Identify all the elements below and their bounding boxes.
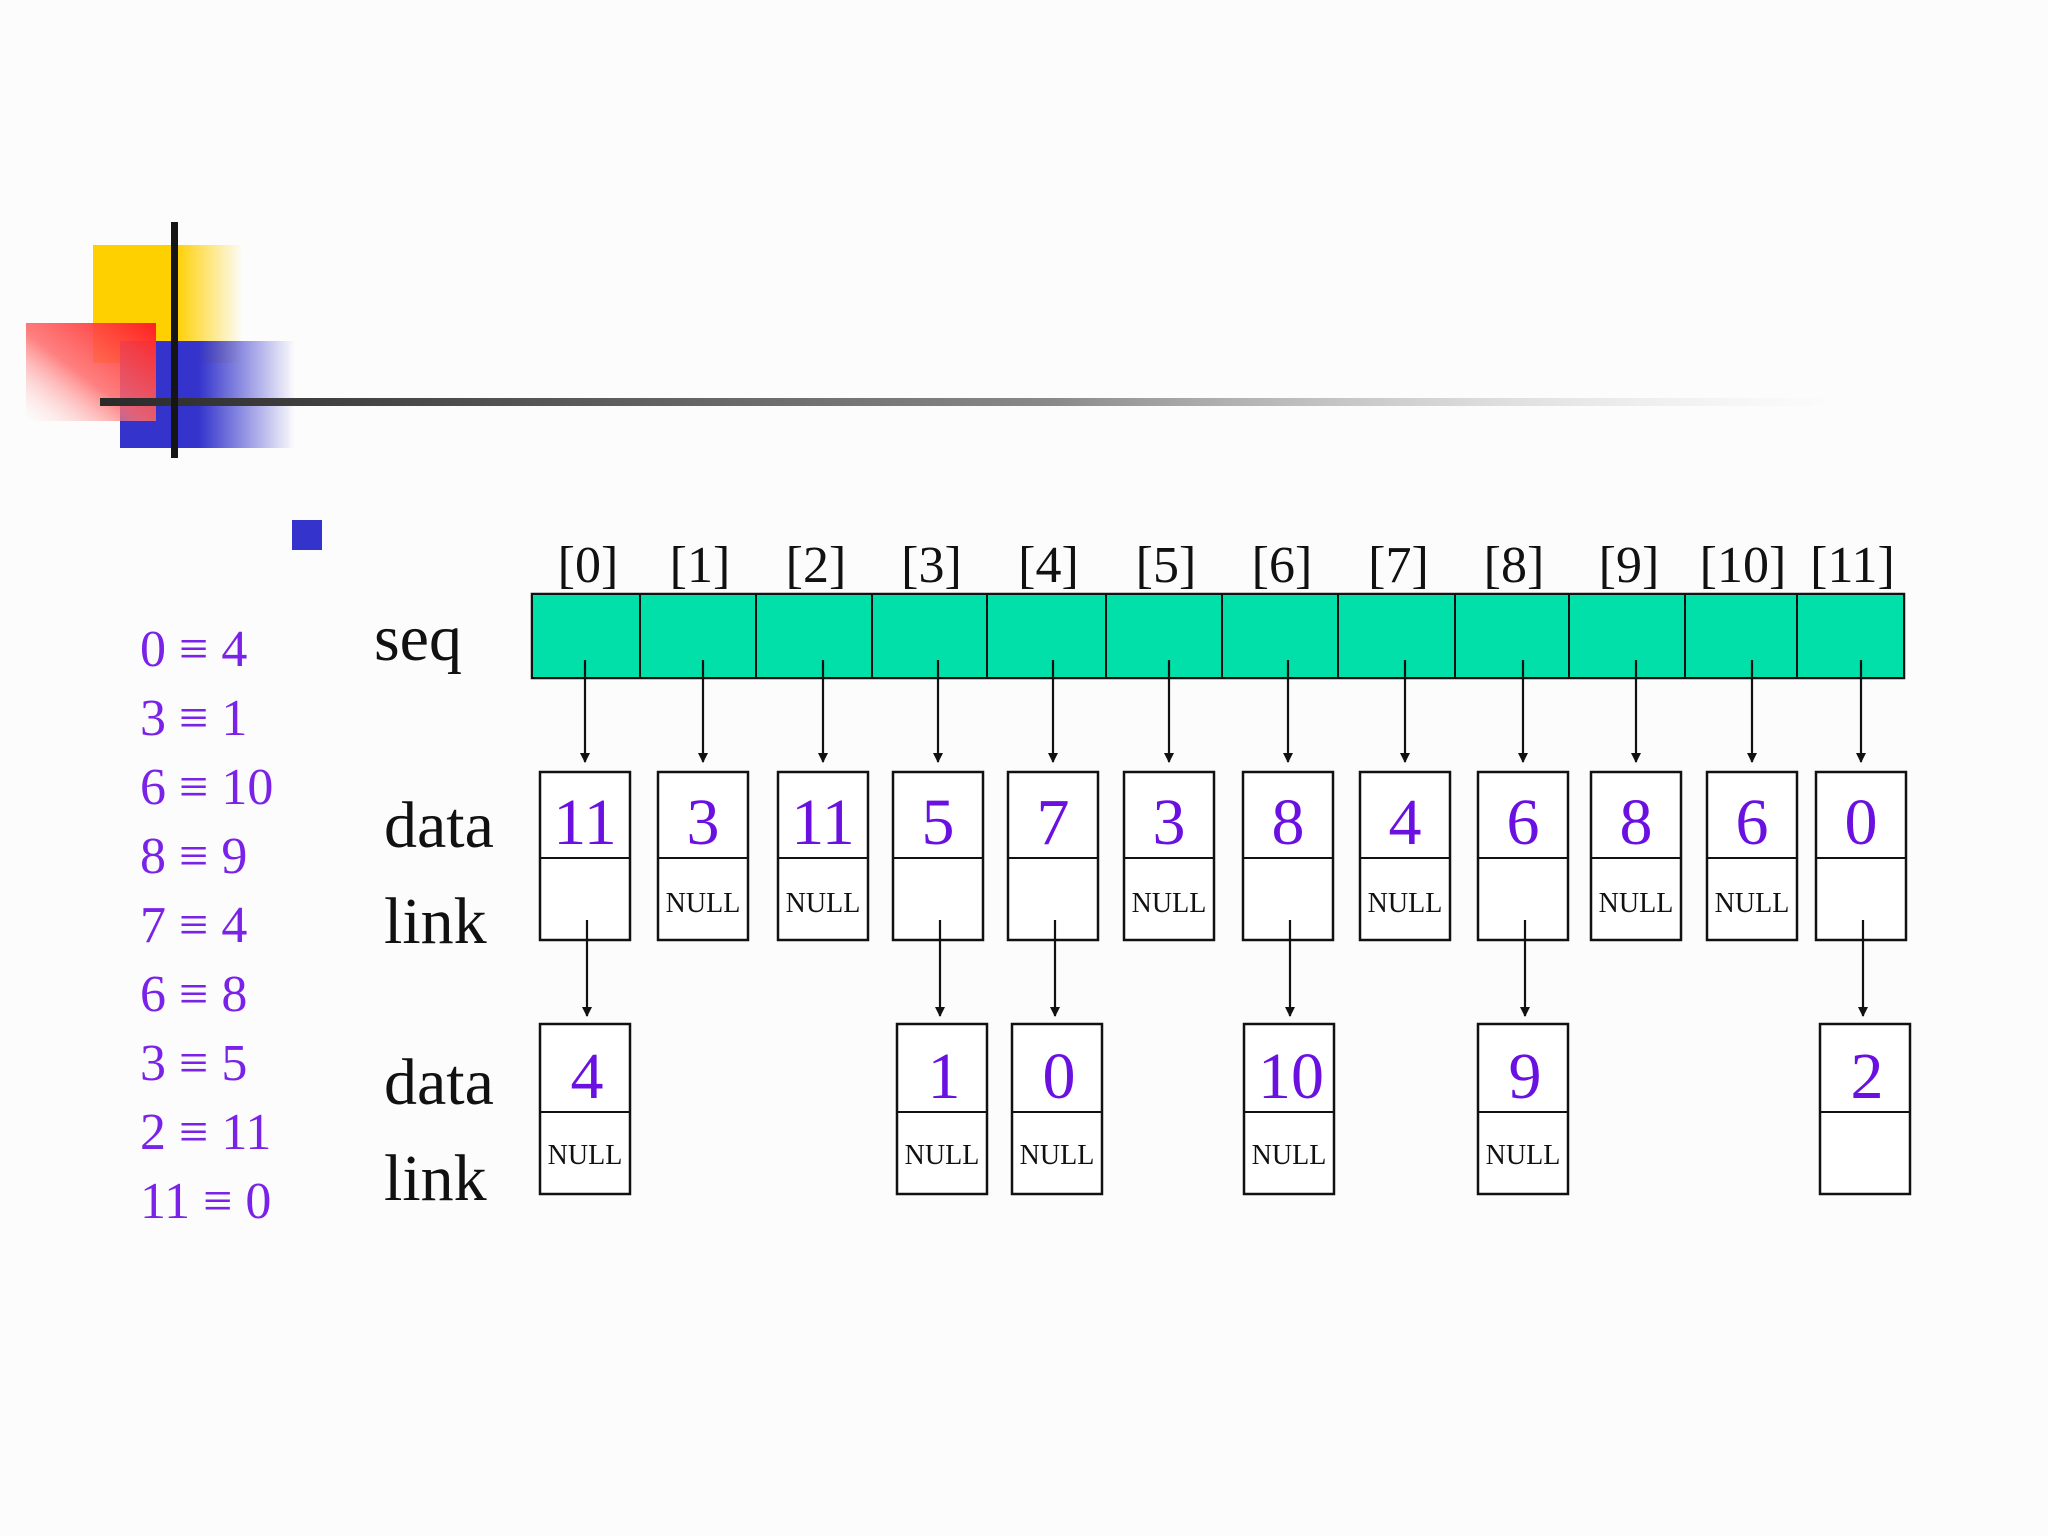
seq-cell xyxy=(1105,593,1223,679)
list-node xyxy=(1476,770,1570,942)
node-data-value: 9 xyxy=(1509,1040,1542,1113)
seq-cell xyxy=(1221,593,1339,679)
seq-index-label: [10] xyxy=(1700,537,1787,594)
list-node xyxy=(1006,770,1100,942)
list-node xyxy=(1814,770,1908,942)
seq-cell xyxy=(755,593,873,679)
node-data-value: 4 xyxy=(571,1040,604,1113)
seq-cell xyxy=(1337,593,1456,679)
list-node xyxy=(1122,770,1216,942)
seq-index-label: [5] xyxy=(1136,537,1197,594)
seq-cell xyxy=(986,593,1107,679)
seq-index-label: [8] xyxy=(1484,537,1545,594)
seq-cell xyxy=(1796,593,1905,679)
equivalence-list: 0 ≡ 4 3 ≡ 1 6 ≡ 10 8 ≡ 9 7 ≡ 4 6 ≡ 8 3 ≡… xyxy=(140,621,273,1230)
node-link-null: NULL xyxy=(1599,888,1674,919)
list-node xyxy=(1705,770,1799,942)
equivalence-item: 3 ≡ 5 xyxy=(140,1035,247,1092)
node-data-value: 8 xyxy=(1272,786,1305,859)
node-data-value: 1 xyxy=(928,1040,961,1113)
list-node xyxy=(776,770,870,942)
seq-cell xyxy=(871,593,988,679)
node-data-value: 6 xyxy=(1736,786,1769,859)
node-data-value: 11 xyxy=(791,786,855,859)
seq-index-label: [3] xyxy=(901,537,962,594)
seq-index-label: [11] xyxy=(1810,537,1895,594)
seq-index-label: [2] xyxy=(786,537,847,594)
seq-index-label: [6] xyxy=(1252,537,1313,594)
node-data-value: 11 xyxy=(553,786,617,859)
node-link-null: NULL xyxy=(1132,888,1207,919)
list-node xyxy=(1818,1022,1912,1196)
equivalence-item: 2 ≡ 11 xyxy=(140,1104,271,1161)
node-data-value: 7 xyxy=(1037,786,1070,859)
seq-cell xyxy=(639,593,757,679)
node-data-value: 3 xyxy=(687,786,720,859)
seq-index-label: [1] xyxy=(670,537,731,594)
equivalence-item: 7 ≡ 4 xyxy=(140,897,247,954)
seq-index-label: [4] xyxy=(1018,537,1079,594)
node-link-null: NULL xyxy=(1715,888,1790,919)
list-node xyxy=(1476,1022,1570,1196)
equivalence-item: 11 ≡ 0 xyxy=(140,1173,271,1230)
data-label-first-level: data xyxy=(384,789,494,862)
node-data-value: 4 xyxy=(1389,786,1422,859)
node-link-null: NULL xyxy=(1252,1140,1327,1171)
seq-arrows xyxy=(580,660,1866,763)
node-link-null: NULL xyxy=(905,1140,980,1171)
seq-cell xyxy=(1684,593,1798,679)
node-link-null: NULL xyxy=(666,888,741,919)
list-node xyxy=(1242,1022,1336,1196)
node-data-value: 0 xyxy=(1845,786,1878,859)
node-data-value: 6 xyxy=(1507,786,1540,859)
index-labels: [0] [1] [2] [3] [4] [5] [6] [7] [8] [9] [10] [11] xyxy=(558,537,1895,594)
equivalence-item: 6 ≡ 8 xyxy=(140,966,247,1023)
node-link-null: NULL xyxy=(1486,1140,1561,1171)
bullet-square xyxy=(292,520,322,550)
node-link-null: NULL xyxy=(1368,888,1443,919)
list-node xyxy=(895,1022,989,1196)
node-data-value: 10 xyxy=(1258,1040,1324,1113)
node-data-value: 0 xyxy=(1043,1040,1076,1113)
list-node xyxy=(1358,770,1452,942)
data-label-second-level: data xyxy=(384,1046,494,1119)
seq-array xyxy=(530,592,1906,680)
link-label-second-level: link xyxy=(384,1142,487,1215)
deco-horizontal-line xyxy=(100,398,1840,406)
node-link-null: NULL xyxy=(548,1140,623,1171)
deco-vertical-line xyxy=(171,222,178,458)
list-node xyxy=(1241,770,1335,942)
seq-index-label: [7] xyxy=(1368,537,1429,594)
equivalence-item: 0 ≡ 4 xyxy=(140,621,247,678)
list-node xyxy=(1589,770,1683,942)
seq-cell xyxy=(1454,593,1570,679)
node-data-value: 8 xyxy=(1620,786,1653,859)
equivalence-item: 3 ≡ 1 xyxy=(140,690,247,747)
link-arrows xyxy=(582,920,1868,1017)
equivalence-item: 6 ≡ 10 xyxy=(140,759,273,816)
seq-index-label: [9] xyxy=(1599,537,1660,594)
list-node xyxy=(538,770,632,942)
seq-index-label: [0] xyxy=(558,537,619,594)
link-label-first-level: link xyxy=(384,885,487,958)
list-node xyxy=(656,770,750,942)
node-data-value: 5 xyxy=(922,786,955,859)
list-node xyxy=(891,770,985,942)
list-node xyxy=(538,1022,632,1196)
list-node xyxy=(1010,1022,1104,1196)
seq-label: seq xyxy=(374,602,462,675)
equivalence-item: 8 ≡ 9 xyxy=(140,828,247,885)
node-data-value: 2 xyxy=(1851,1040,1884,1113)
node-data-value: 3 xyxy=(1153,786,1186,859)
seq-cell xyxy=(1568,593,1686,679)
node-link-null: NULL xyxy=(786,888,861,919)
node-link-null: NULL xyxy=(1020,1140,1095,1171)
